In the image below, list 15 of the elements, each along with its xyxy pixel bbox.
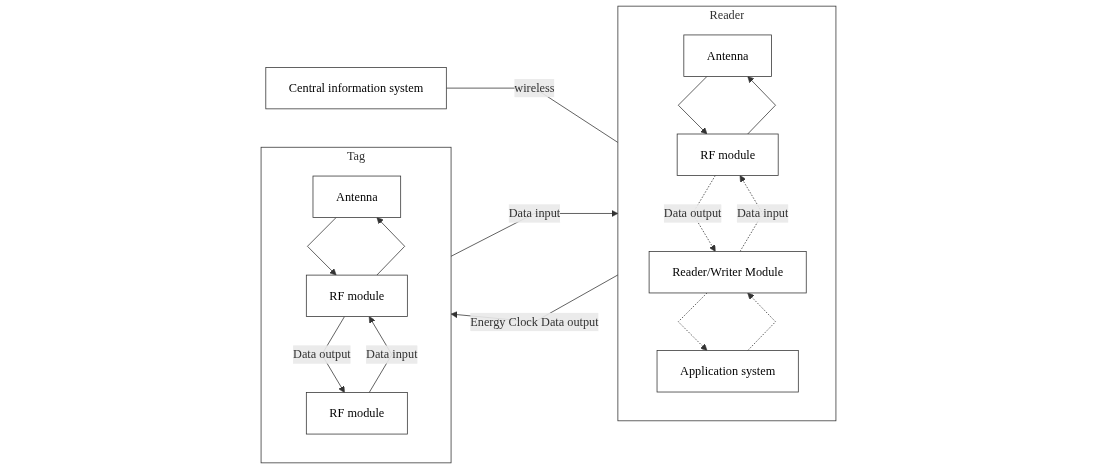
node-box: Application system xyxy=(656,350,799,393)
node-box: Central information system xyxy=(265,67,447,110)
edge-label: Data input xyxy=(508,206,561,220)
node-box: Antenna xyxy=(312,175,402,218)
edge-label: Data output xyxy=(293,347,351,361)
node-box: Reader/Writer Module xyxy=(648,251,807,294)
node-box: RF module xyxy=(676,133,779,176)
edge-label: Energy Clock Data output xyxy=(470,315,599,329)
edge-label: wireless xyxy=(514,81,555,95)
node-box: RF module xyxy=(305,274,408,317)
edge-label: Data input xyxy=(736,206,789,220)
edge-label: Data input xyxy=(366,347,418,361)
node-box: RF module xyxy=(305,392,408,435)
node-box: Antenna xyxy=(683,34,772,77)
edge-label: Data output xyxy=(663,206,722,220)
